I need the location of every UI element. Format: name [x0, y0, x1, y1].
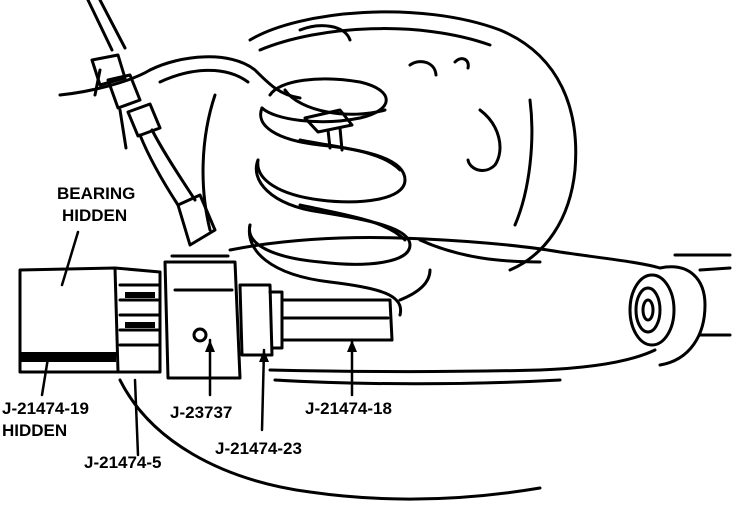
leader-j21474-19: [40, 356, 50, 397]
upper-linkage-arm: [86, 0, 217, 247]
leader-j21474-5: [133, 378, 140, 457]
wheel-outline: [118, 378, 542, 501]
nut-j21474-23: [238, 283, 284, 357]
label-j21474-18: J-21474-18: [305, 399, 392, 418]
bracket-j23737: [163, 254, 242, 380]
label-j21474-19: J-21474-19: [2, 399, 89, 418]
label-bearing-hidden-line2: HIDDEN: [62, 206, 127, 225]
brake-rotor: [201, 10, 578, 272]
label-j21474-5: J-21474-5: [84, 453, 162, 472]
label-j21474-23: J-21474-23: [215, 439, 302, 458]
label-j21474-19-hidden: HIDDEN: [2, 421, 67, 440]
leader-j21474-23: [260, 348, 266, 432]
leader-bearing-hidden: [60, 230, 80, 287]
shaded-details: [20, 292, 357, 362]
control-arm-bushing: [628, 273, 676, 347]
coil-spring: [247, 77, 412, 317]
label-bearing-hidden-line1: BEARING: [57, 184, 135, 203]
lower-control-arm: [228, 236, 732, 386]
rod-j21474-18: [280, 298, 394, 342]
label-j23737: J-23737: [170, 403, 232, 422]
